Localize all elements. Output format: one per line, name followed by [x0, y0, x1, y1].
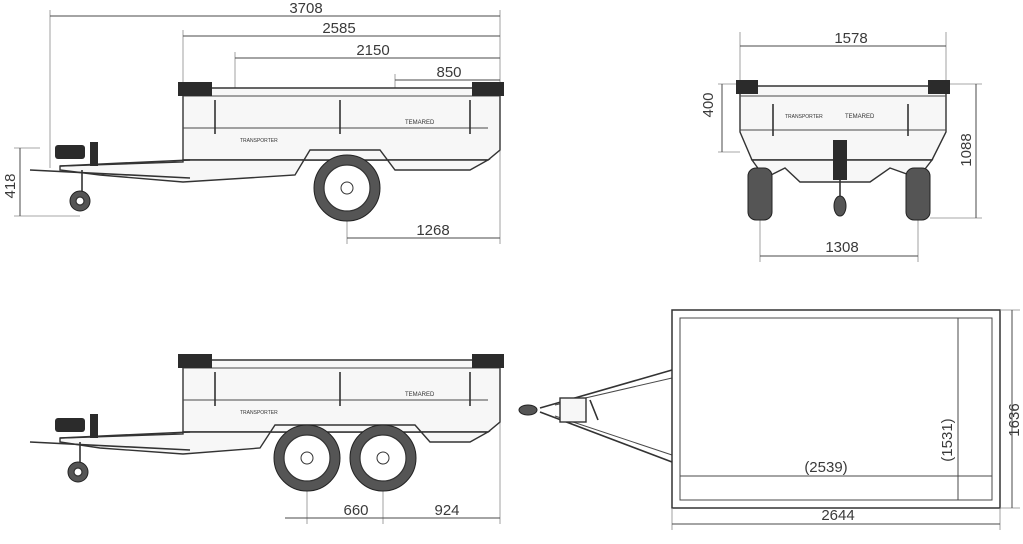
dimension-400: 400 — [700, 84, 723, 152]
dimension-1308: 1308 — [760, 239, 918, 257]
dimension-2644: 2644 — [672, 507, 1000, 525]
dim-body-length: 2585 — [322, 20, 355, 37]
dim-deck-inner-width: (1531) — [939, 418, 956, 461]
tandem-brand-label: TEMARED — [405, 392, 435, 398]
dimension-2539: (2539) — [680, 459, 992, 477]
dim-deck-outer-width: 1636 — [1006, 403, 1023, 436]
dimension-2150: 2150 — [235, 42, 500, 59]
dim-deck-outer-length: 2644 — [821, 507, 854, 524]
dim-coupling-height: 418 — [2, 173, 19, 198]
dimension-1636: 1636 — [1006, 310, 1023, 508]
dim-tandem-axle-to-rear: 924 — [434, 502, 459, 519]
dimension-3708: 3708 — [50, 0, 500, 17]
dim-side-height: 400 — [700, 92, 717, 117]
dim-deck-inner-length: (2539) — [804, 459, 847, 476]
dimension-1088: 1088 — [958, 84, 977, 218]
dim-axle-spacing: 660 — [343, 502, 368, 519]
brand-label: TEMARED — [405, 120, 435, 126]
dimension-1578: 1578 — [740, 30, 946, 47]
rear-brand-label: TEMARED — [845, 114, 875, 120]
dim-rear-section: 850 — [436, 64, 461, 81]
tandem-model-label: TRANSPORTER — [240, 410, 278, 416]
dim-track-width: 1308 — [825, 239, 858, 256]
dimension-924: 924 — [383, 502, 500, 519]
dimension-418: 418 — [2, 148, 21, 216]
rear-view: 1578 400 1088 1308 TRANSPORTER TEMARED — [700, 30, 982, 262]
dim-overall-length: 3708 — [289, 0, 322, 17]
rear-model-label: TRANSPORTER — [785, 114, 823, 120]
dim-outer-width: 1578 — [834, 30, 867, 47]
dimension-660: 660 — [285, 502, 383, 519]
dimension-1531: (1531) — [939, 318, 959, 500]
dim-total-height: 1088 — [958, 133, 975, 166]
dim-inner-length: 2150 — [356, 42, 389, 59]
top-view: (2539) 2644 (1531) 1636 — [518, 309, 1023, 530]
dimension-1268: 1268 — [347, 222, 500, 239]
model-label: TRANSPORTER — [240, 138, 278, 144]
dimension-2585: 2585 — [183, 20, 500, 37]
side-view-tandem-axle: 660 924 TRANSPORTER TEMARED — [29, 354, 504, 524]
dim-axle-to-rear: 1268 — [416, 222, 449, 239]
dimension-850: 850 — [395, 64, 500, 81]
side-view-single-axle: 3708 2585 2150 850 418 1268 TR — [2, 0, 504, 244]
